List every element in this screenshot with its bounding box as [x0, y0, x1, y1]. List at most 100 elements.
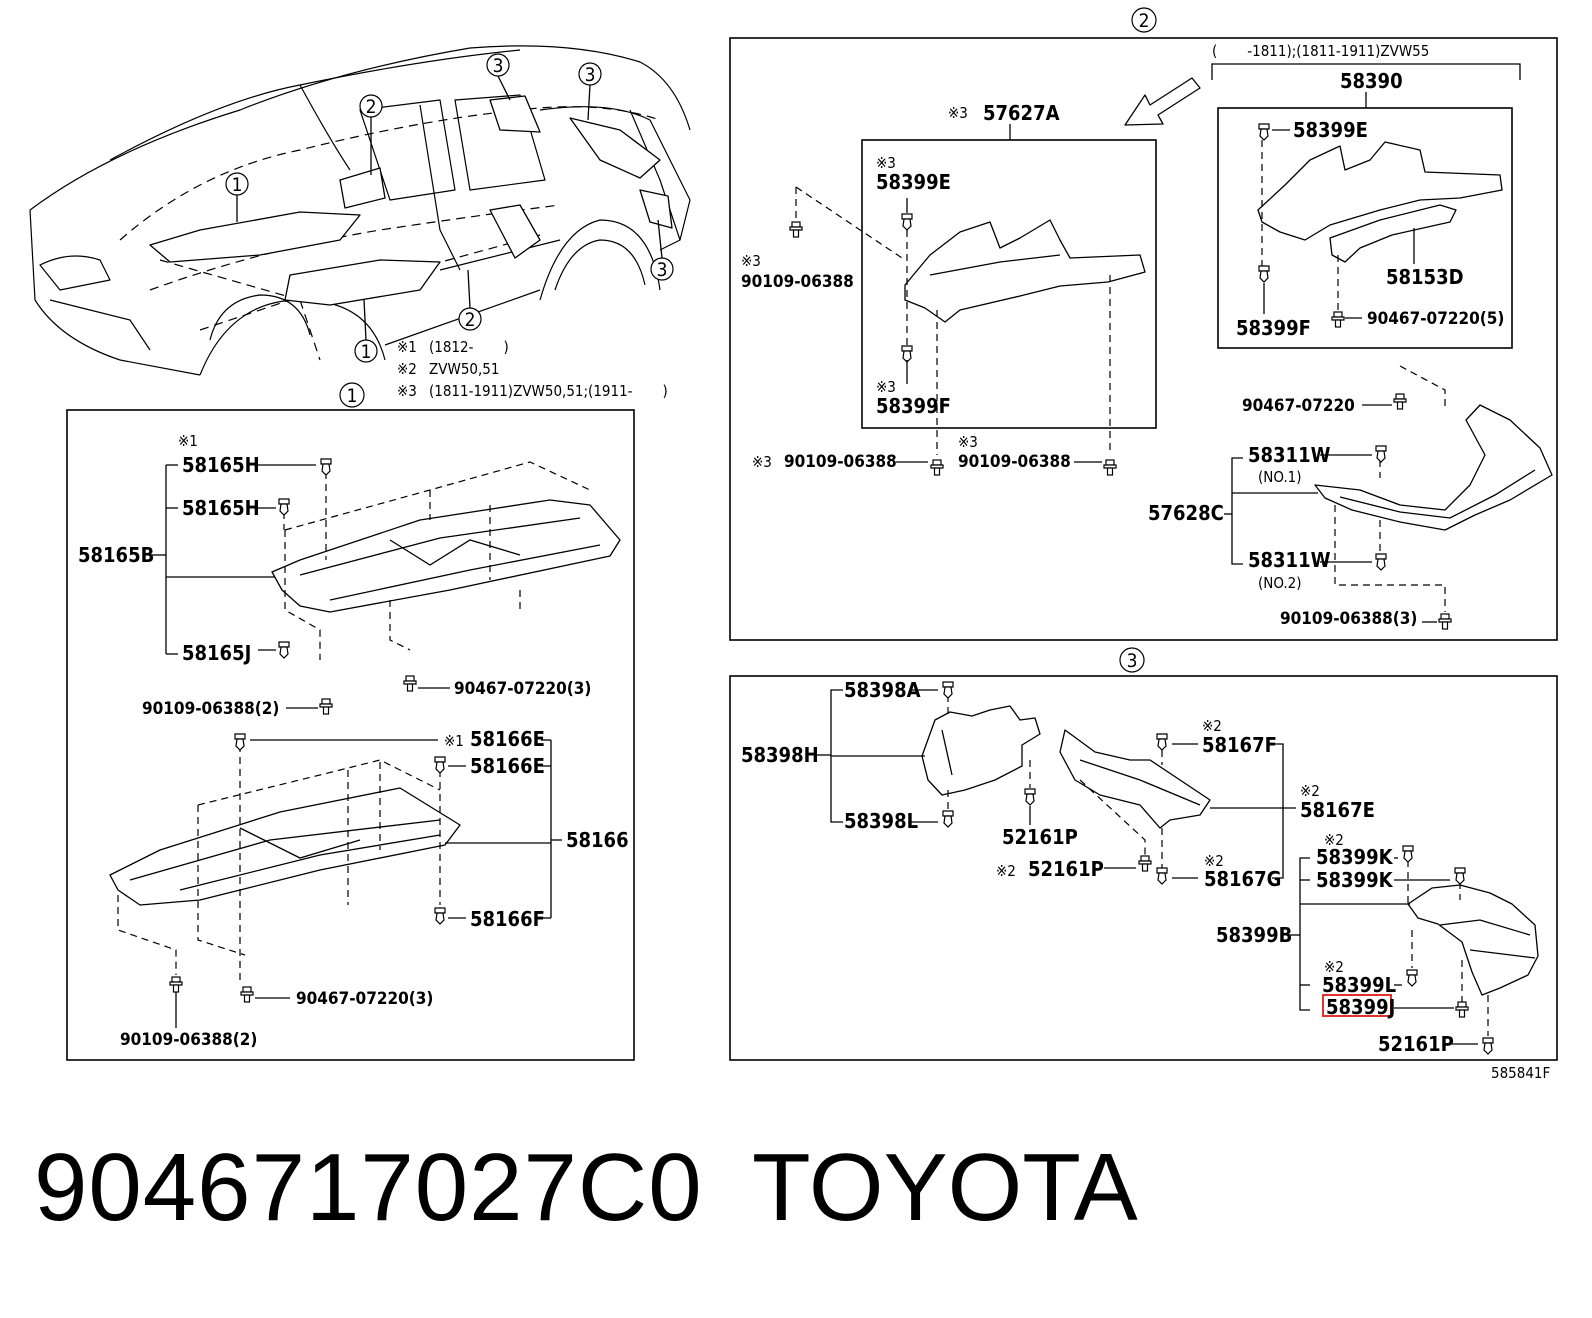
clip-58311W-1 — [1375, 445, 1387, 463]
label-58399K-a: 58399K — [1316, 845, 1394, 869]
label-90109-06388-b2: 90109-06388 — [958, 452, 1071, 472]
brand-title: TOYOTA — [752, 1134, 1138, 1241]
bolt-58399J — [1455, 1001, 1469, 1018]
callout-1-bottom: 1 — [361, 341, 372, 363]
section-3-frame — [729, 675, 1558, 1061]
bolt-90467-r — [1331, 311, 1345, 328]
label-range-note: ( -1811);(1811-1911)ZVW55 — [1212, 42, 1429, 60]
section-2-title: 2 — [1139, 10, 1150, 32]
s2-star-90109-b1: ※3 — [752, 453, 772, 471]
clip-58165H-a — [320, 458, 332, 476]
part-58390 — [1257, 141, 1503, 241]
s3-star-58167G: ※2 — [1204, 852, 1224, 870]
note-3-text: (1811-1911)ZVW50,51;(1911- ) — [429, 382, 668, 400]
label-52161P-c: 52161P — [1378, 1032, 1454, 1056]
label-58166E-a: 58166E — [470, 727, 545, 751]
section-3-title: 3 — [1127, 650, 1138, 672]
s2-star-58399F: ※3 — [876, 378, 896, 396]
label-57628C: 57628C — [1148, 501, 1224, 525]
note-2-text: ZVW50,51 — [429, 360, 499, 378]
s2-star-90109-l: ※3 — [741, 252, 761, 270]
label-90109-06388-3: 90109-06388(3) — [1280, 609, 1417, 629]
s2-star-57627A: ※3 — [948, 104, 968, 122]
undercover-58166 — [109, 787, 461, 906]
label-57627A: 57627A — [983, 101, 1060, 125]
clip-58165H-b — [278, 498, 290, 516]
bolt-90109-r — [1438, 613, 1452, 630]
label-58399E-l: 58399E — [876, 170, 951, 194]
bolt-90109-l — [789, 221, 803, 238]
diagram-code: 585841F — [1491, 1064, 1550, 1082]
s2-star-90109-b2: ※3 — [958, 433, 978, 451]
clip-58165J — [278, 641, 290, 659]
clip-58166E-b — [434, 756, 446, 774]
label-58166F: 58166F — [470, 907, 545, 931]
applicability-notes: ※1 (1812- ) ※2 ZVW50,51 ※3 (1811-1911)ZV… — [397, 338, 668, 400]
bolt-90109-b — [169, 976, 183, 993]
label-90467-07220-3-a: 90467-07220(3) — [454, 679, 591, 699]
clip-58398A — [942, 681, 954, 699]
label-90467-07220-5: 90467-07220(5) — [1367, 309, 1504, 329]
label-58311W-1: 58311W — [1248, 443, 1331, 467]
clip-58399F-l — [901, 345, 913, 363]
note-2-mark: ※2 — [397, 360, 417, 378]
label-58390: 58390 — [1340, 69, 1403, 93]
label-58165H-a: 58165H — [182, 453, 260, 477]
label-90467-07220-3-b: 90467-07220(3) — [296, 989, 433, 1009]
label-52161P-b: 52161P — [1028, 857, 1104, 881]
label-58399J: 58399J — [1326, 995, 1395, 1019]
undercover-58165B — [271, 499, 621, 613]
label-58166E-b: 58166E — [470, 754, 545, 778]
part-57627A — [904, 219, 1146, 323]
clip-58399E-r — [1258, 123, 1270, 141]
vehicle-overview: 1 2 3 3 3 2 1 — [29, 45, 691, 376]
label-90109-06388-2-a: 90109-06388(2) — [142, 699, 279, 719]
callout-3-top-a: 3 — [493, 55, 504, 77]
label-90109-06388-b1: 90109-06388 — [784, 452, 897, 472]
callout-2-top: 2 — [366, 96, 377, 118]
clip-58399E-l — [901, 213, 913, 231]
label-58398L: 58398L — [844, 809, 918, 833]
bolt-90109-b1 — [930, 459, 944, 476]
part-58399B — [1407, 884, 1539, 996]
s1-star-58166E: ※1 — [444, 732, 464, 750]
section-1: 1 ※1 58165H 58165H 58165B — [66, 382, 635, 1061]
note-1-text: (1812- ) — [429, 338, 509, 356]
section-2-frame — [729, 37, 1558, 641]
callout-2-bottom: 2 — [465, 309, 476, 331]
label-58399K-b: 58399K — [1316, 868, 1394, 892]
label-58165H-b: 58165H — [182, 496, 260, 520]
label-90467-07220-m: 90467-07220 — [1242, 396, 1355, 416]
label-58165J: 58165J — [182, 641, 251, 665]
bolt-52161P-b — [1138, 855, 1152, 872]
label-58167E: 58167E — [1300, 798, 1375, 822]
highlight-58399J — [1322, 994, 1392, 1017]
bolt-90467-a — [403, 675, 417, 692]
section-2: 2 ( -1811);(1811-1911)ZVW55 58390 ※3 576… — [729, 7, 1558, 641]
clip-52161P-c — [1482, 1037, 1494, 1055]
section-1-frame — [66, 409, 635, 1061]
section-3: 3 58398A 58398H 58398L 52161P — [729, 647, 1558, 1061]
s3-star-58167F: ※2 — [1202, 717, 1222, 735]
clip-58398L — [942, 810, 954, 828]
bolt-90467-m — [1393, 393, 1407, 410]
direction-arrow — [1124, 77, 1201, 126]
clip-58311W-2 — [1375, 553, 1387, 571]
label-58166: 58166 — [566, 828, 629, 852]
label-58399F-r: 58399F — [1236, 316, 1311, 340]
label-58399F-l: 58399F — [876, 394, 951, 418]
note-3-mark: ※3 — [397, 382, 417, 400]
box-58390 — [1217, 107, 1513, 349]
label-58398A: 58398A — [844, 678, 921, 702]
clip-58167G — [1156, 867, 1168, 885]
clip-58399K-a — [1402, 845, 1414, 863]
label-52161P-a: 52161P — [1002, 825, 1078, 849]
label-58167G: 58167G — [1204, 867, 1281, 891]
s3-star-58167E: ※2 — [1300, 782, 1320, 800]
label-58399L: 58399L — [1322, 973, 1396, 997]
clip-58166E-a — [234, 733, 246, 751]
clip-58166F — [434, 907, 446, 925]
part-number-title: 9046717027C0 — [34, 1134, 703, 1241]
label-58167F: 58167F — [1202, 733, 1277, 757]
